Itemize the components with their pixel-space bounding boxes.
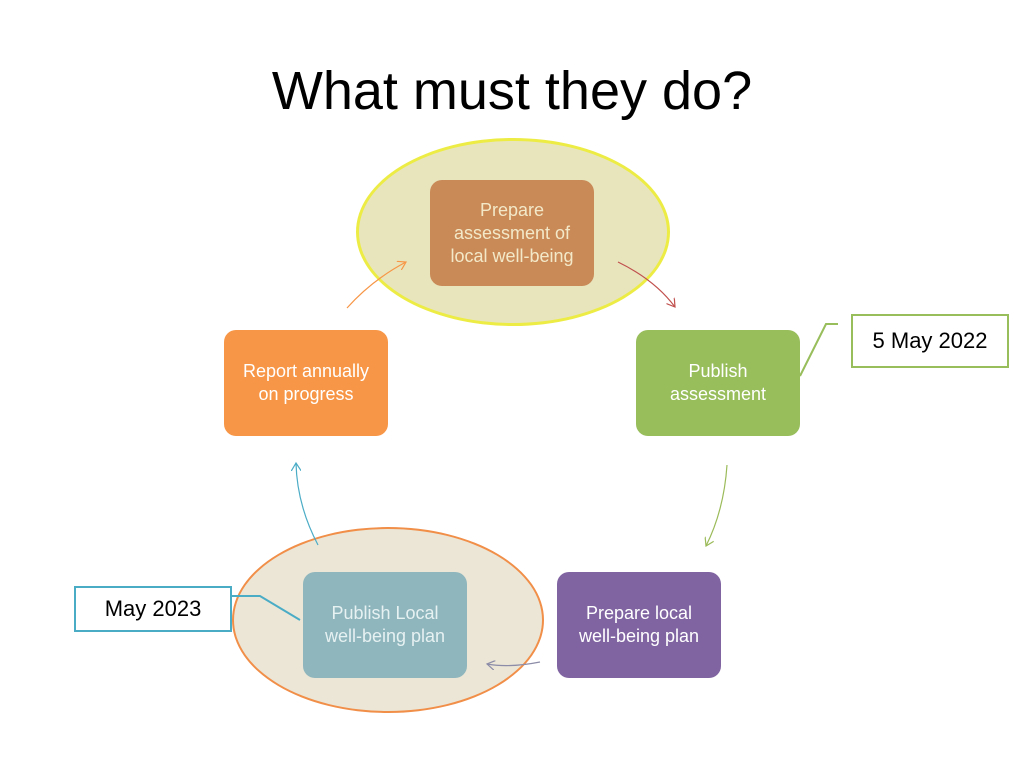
callout-plan-date: May 2023 (74, 586, 232, 632)
arrow-publish-plan-to-report (296, 463, 319, 546)
step-publish-plan: Publish Local well-being plan (303, 572, 467, 678)
arrow-publish-to-prepare-plan (706, 464, 728, 546)
arrow-prepare-plan-to-publish-plan (487, 662, 541, 666)
arrow-report-to-assessment (346, 262, 406, 309)
callout-2023-leader (232, 595, 301, 621)
step-prepare-assessment-label: Prepare assessment of local well-being (450, 199, 574, 266)
callout-2022-leader (799, 323, 838, 377)
callout-assessment-date-text: 5 May 2022 (872, 328, 988, 353)
step-publish-assessment: Publish assessment (636, 330, 800, 436)
arrow-assessment-to-publish (617, 261, 675, 307)
slide-title: What must they do? (271, 61, 753, 121)
step-prepare-plan: Prepare local well-being plan (557, 572, 721, 678)
step-report-progress-label: Report annually on progress (242, 361, 370, 404)
step-publish-plan-label: Publish Local well-being plan (324, 603, 446, 646)
step-prepare-plan-label: Prepare local well-being plan (578, 603, 700, 646)
step-prepare-assessment: Prepare assessment of local well-being (430, 180, 594, 286)
callout-plan-date-text: May 2023 (104, 596, 202, 621)
step-report-progress: Report annually on progress (224, 330, 388, 436)
step-publish-assessment-label: Publish assessment (669, 361, 767, 404)
callout-assessment-date: 5 May 2022 (851, 314, 1009, 368)
